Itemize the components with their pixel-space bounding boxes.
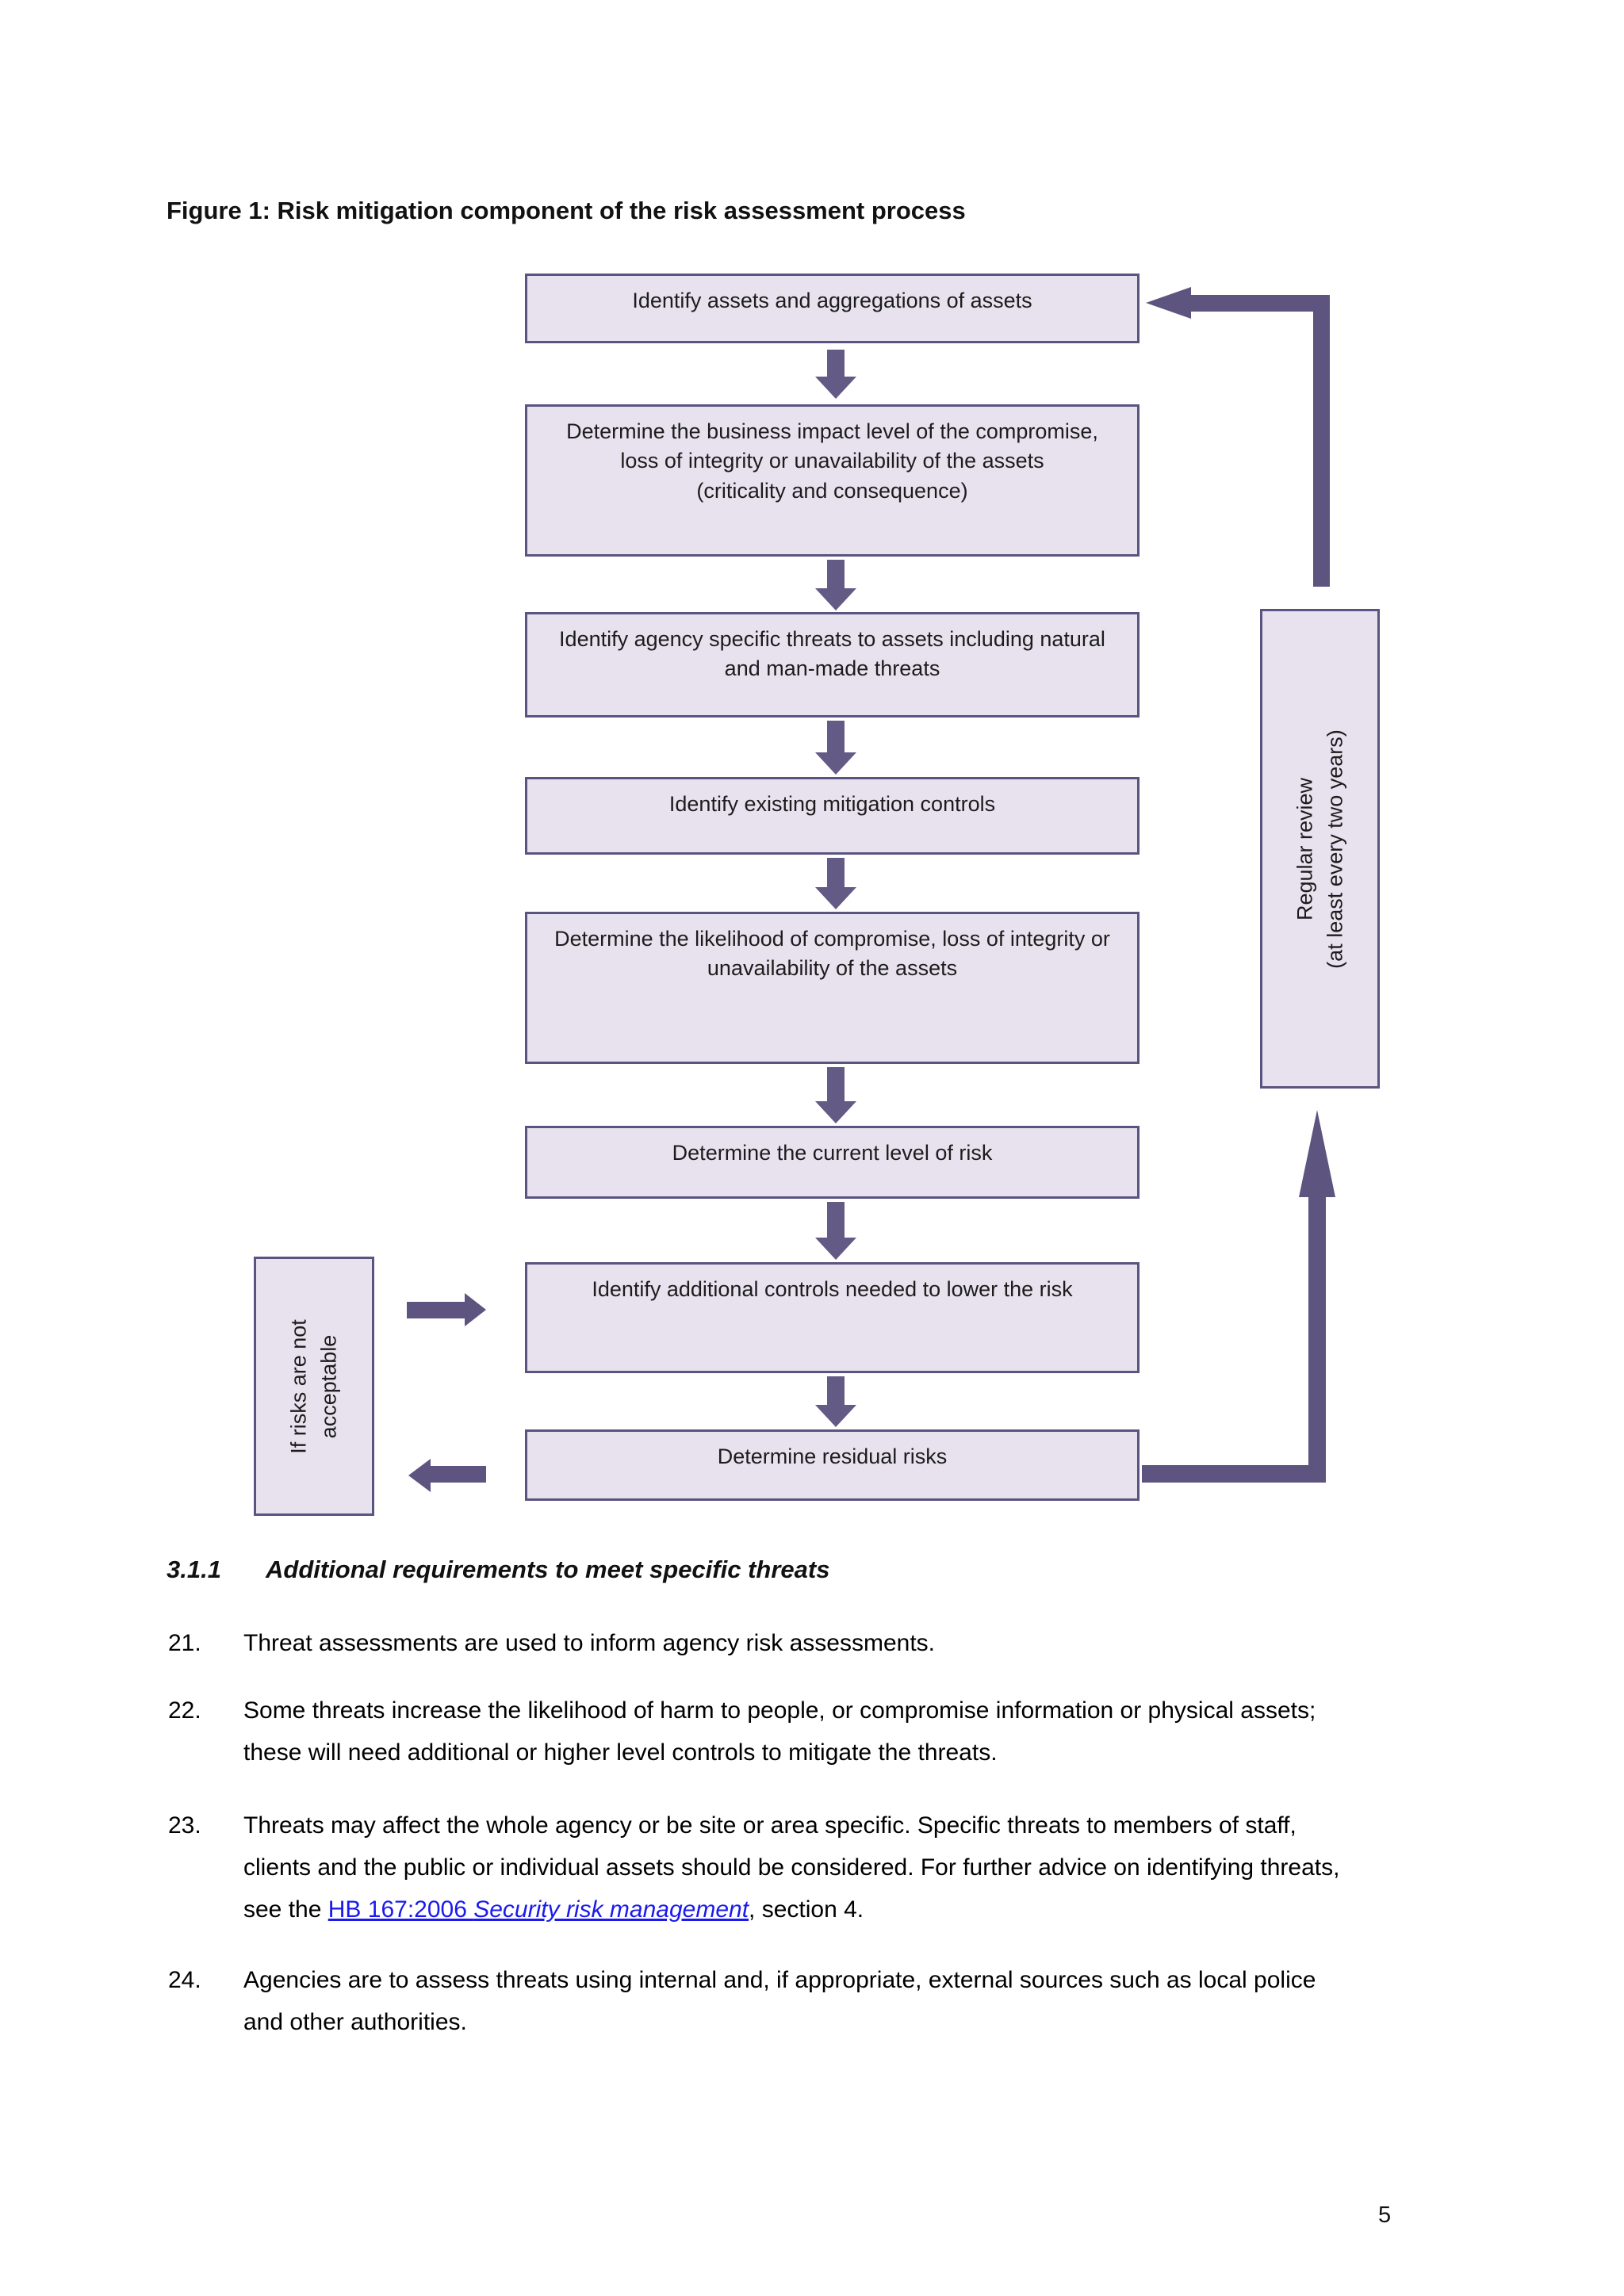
flow-box-label: Identify additional controls needed to l… bbox=[592, 1277, 1073, 1301]
connector-bottom-horizontal bbox=[1142, 1465, 1326, 1483]
paragraph-number: 23. bbox=[168, 1812, 201, 1839]
flow-box-label: Determine the current level of risk bbox=[672, 1141, 993, 1165]
flow-box-business-impact: Determine the business impact level of t… bbox=[525, 404, 1139, 557]
paragraph-22: 22. Some threats increase the likelihood… bbox=[167, 1689, 1356, 1774]
flow-box-sublabel: (criticality and consequence) bbox=[696, 478, 968, 503]
flow-box-identify-assets: Identify assets and aggregations of asse… bbox=[525, 274, 1139, 343]
paragraph-23: 23. Threats may affect the whole agency … bbox=[167, 1804, 1356, 1931]
paragraph-text: Agencies are to assess threats using int… bbox=[243, 1967, 1316, 2035]
flow-box-additional-controls: Identify additional controls needed to l… bbox=[525, 1262, 1139, 1373]
paragraph-text: Threats may affect the whole agency or b… bbox=[243, 1812, 1340, 1923]
section-number: 3.1.1 bbox=[167, 1556, 221, 1583]
paragraph-text: Some threats increase the likelihood of … bbox=[243, 1697, 1316, 1766]
hb-167-2006-link[interactable]: HB 167:2006 Security risk management bbox=[327, 1896, 749, 1923]
arrow-down-icon bbox=[815, 1376, 856, 1427]
flow-box-label: Determine the likelihood of compromise, … bbox=[554, 927, 1110, 981]
flow-box-existing-controls: Identify existing mitigation controls bbox=[525, 777, 1139, 855]
paragraph-number: 21. bbox=[168, 1630, 201, 1656]
arrow-left-icon bbox=[408, 1459, 431, 1492]
regular-review-label: Regular review (at least every two years… bbox=[1293, 729, 1347, 969]
arrow-left-shaft bbox=[429, 1466, 486, 1483]
paragraph-21: 21. Threat assessments are used to infor… bbox=[167, 1622, 1356, 1664]
section-title: Additional requirements to meet specific… bbox=[266, 1556, 830, 1583]
page-number: 5 bbox=[1378, 2202, 1392, 2228]
flow-box-label: Identify assets and aggregations of asse… bbox=[632, 289, 1032, 312]
arrow-up-icon bbox=[1299, 1110, 1335, 1197]
flow-box-current-risk: Determine the current level of risk bbox=[525, 1126, 1139, 1199]
arrow-right-shaft bbox=[407, 1302, 465, 1318]
figure-title: Figure 1: Risk mitigation component of t… bbox=[167, 197, 966, 224]
arrow-right-icon bbox=[465, 1293, 486, 1326]
connector-bottom-vertical bbox=[1308, 1196, 1326, 1483]
arrow-down-icon bbox=[815, 1067, 856, 1123]
risks-not-acceptable-label: If risks are not acceptable bbox=[286, 1318, 341, 1454]
flow-box-agency-threats: Identify agency specific threats to asse… bbox=[525, 612, 1139, 718]
connector-top-vertical bbox=[1313, 295, 1330, 587]
paragraph-number: 24. bbox=[168, 1967, 201, 1993]
arrow-down-icon bbox=[815, 1202, 856, 1260]
section-heading: 3.1.1 Additional requirements to meet sp… bbox=[167, 1556, 829, 1584]
flow-box-regular-review: Regular review (at least every two years… bbox=[1260, 609, 1380, 1089]
arrow-down-icon bbox=[815, 721, 856, 775]
connector-top-horizontal bbox=[1189, 295, 1330, 312]
flow-box-label: Determine residual risks bbox=[717, 1445, 948, 1468]
arrow-down-icon bbox=[815, 350, 856, 399]
flow-box-likelihood: Determine the likelihood of compromise, … bbox=[525, 912, 1139, 1064]
arrow-down-icon bbox=[815, 858, 856, 909]
flow-box-label: Identify existing mitigation controls bbox=[668, 792, 996, 816]
paragraph-number: 22. bbox=[168, 1697, 201, 1724]
arrow-down-icon bbox=[815, 560, 856, 610]
arrow-left-icon bbox=[1146, 287, 1191, 319]
flow-box-label: Identify agency specific threats to asse… bbox=[559, 627, 1105, 681]
flow-box-risks-not-acceptable: If risks are not acceptable bbox=[254, 1257, 374, 1516]
paragraph-24: 24. Agencies are to assess threats using… bbox=[167, 1959, 1356, 2043]
flow-box-label: Determine the business impact level of t… bbox=[566, 419, 1098, 473]
flow-box-residual-risks: Determine residual risks bbox=[525, 1429, 1139, 1501]
paragraph-text: Threat assessments are used to inform ag… bbox=[243, 1630, 936, 1656]
